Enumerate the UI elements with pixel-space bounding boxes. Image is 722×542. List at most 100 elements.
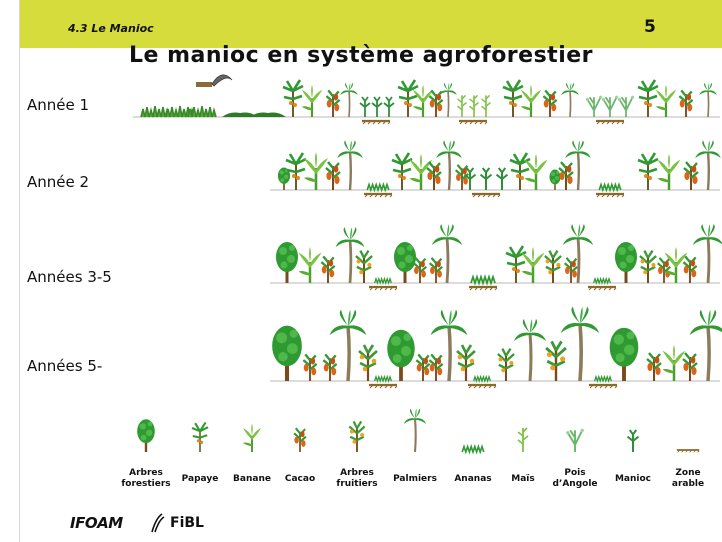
papaya-icon xyxy=(504,244,528,285)
row-label-year1: Année 1 xyxy=(27,96,90,114)
maize-icon xyxy=(456,94,468,118)
arable-icon xyxy=(367,285,399,292)
legend-label: Palmiers xyxy=(393,474,437,484)
section-title: 4.3 Le Manioc xyxy=(68,22,154,35)
cocoa-icon xyxy=(425,160,443,192)
palm-icon xyxy=(512,317,548,383)
cocoa-icon xyxy=(428,353,444,383)
fibl-logo: FiBL xyxy=(150,512,210,534)
fruittree-icon xyxy=(354,249,374,285)
pigeonpea-icon xyxy=(616,94,636,118)
palm-icon xyxy=(560,82,580,118)
palm-icon xyxy=(339,82,359,118)
cocoa-icon xyxy=(557,160,575,192)
left-border xyxy=(19,0,20,542)
legend-fruit-tree-icon xyxy=(348,420,366,454)
palm-icon xyxy=(698,82,718,118)
banana-icon xyxy=(302,150,330,192)
legend-label: Maïs xyxy=(511,474,535,484)
pineapple-icon xyxy=(373,376,393,382)
palm-icon xyxy=(558,304,602,383)
cocoa-icon xyxy=(302,353,318,383)
cutgrass-icon xyxy=(250,112,286,117)
page-title: Le manioc en système agroforestier xyxy=(128,43,594,68)
page-number: 5 xyxy=(644,17,656,37)
ifoam-logo: IFOAM xyxy=(70,514,123,532)
legend-label: Arbres fruitiers xyxy=(336,468,378,489)
cocoa-icon xyxy=(682,160,700,192)
tree-icon xyxy=(615,242,637,283)
legend-arable-zone-icon xyxy=(675,449,701,454)
legend-pigeon-pea-icon xyxy=(565,427,585,453)
cocoa-icon xyxy=(325,89,341,119)
cocoa-icon xyxy=(678,89,694,119)
legend-papaya-icon xyxy=(190,421,210,454)
pineapple-icon xyxy=(592,278,612,284)
arable-icon xyxy=(594,119,626,126)
legend-label: Pois d’Angole xyxy=(552,468,598,489)
legend-cocoa-icon xyxy=(293,427,307,454)
banana-icon xyxy=(408,152,434,192)
banana-icon xyxy=(300,83,324,119)
pineapple-icon xyxy=(366,183,390,191)
legend-label: Zone arable xyxy=(671,468,705,489)
banana-icon xyxy=(656,152,682,192)
legend-label: Arbres forestiers xyxy=(121,468,171,489)
papaya-icon xyxy=(636,78,660,119)
legend-label: Papaye xyxy=(181,474,219,484)
papaya-icon xyxy=(508,151,532,192)
pineapple-icon xyxy=(593,376,613,382)
tree-icon xyxy=(387,329,415,381)
grass-icon xyxy=(140,105,170,118)
papaya-icon xyxy=(501,78,525,119)
palm-icon xyxy=(694,139,722,192)
pineapple-icon xyxy=(598,183,622,191)
arable-icon xyxy=(594,192,626,199)
cocoa-icon xyxy=(681,351,699,383)
fruittree-icon xyxy=(357,343,379,383)
fruittree-icon xyxy=(496,347,516,383)
arable-icon xyxy=(457,119,489,126)
palm-icon xyxy=(561,222,595,285)
banana-icon xyxy=(654,83,678,119)
tree-icon xyxy=(272,325,302,381)
cassava-icon xyxy=(371,96,383,118)
cocoa-icon xyxy=(415,353,431,383)
row-label-years3-5: Années 3-5 xyxy=(27,268,112,286)
cocoa-icon xyxy=(320,255,336,285)
arable-icon xyxy=(586,285,618,292)
legend-label: Banane xyxy=(233,474,271,484)
arable-icon xyxy=(360,119,392,126)
legend-pineapple-icon xyxy=(461,445,485,453)
cassava-icon xyxy=(479,167,493,191)
papaya-icon xyxy=(281,78,305,119)
legend-banana-icon xyxy=(242,422,262,453)
row-label-year2: Année 2 xyxy=(27,173,90,191)
arable-icon xyxy=(362,192,394,199)
maize-icon xyxy=(480,94,492,118)
cocoa-icon xyxy=(412,256,428,285)
arable-icon xyxy=(467,285,499,292)
pigeonpea-icon xyxy=(600,94,620,118)
cassava-icon xyxy=(383,96,395,118)
palm-icon xyxy=(691,222,722,285)
banana-icon xyxy=(297,245,323,285)
papaya-icon xyxy=(396,78,420,119)
cocoa-icon xyxy=(682,255,698,285)
pigeonpea-icon xyxy=(584,94,604,118)
legend-label: Ananas xyxy=(454,474,492,484)
papaya-icon xyxy=(284,151,308,192)
legend-forest-tree-icon xyxy=(137,419,155,452)
pineapple-icon xyxy=(470,276,496,284)
pineapple-icon xyxy=(472,376,492,382)
banana-icon xyxy=(661,343,687,383)
fibl-logo-text: FiBL xyxy=(170,515,204,531)
legend-label: Manioc xyxy=(614,474,652,484)
tree-icon xyxy=(276,242,298,283)
cocoa-icon xyxy=(322,353,338,383)
tree-icon xyxy=(549,169,561,190)
fruittree-icon xyxy=(544,339,568,383)
arable-icon xyxy=(367,383,399,390)
fibl-logo-mark xyxy=(151,513,165,533)
